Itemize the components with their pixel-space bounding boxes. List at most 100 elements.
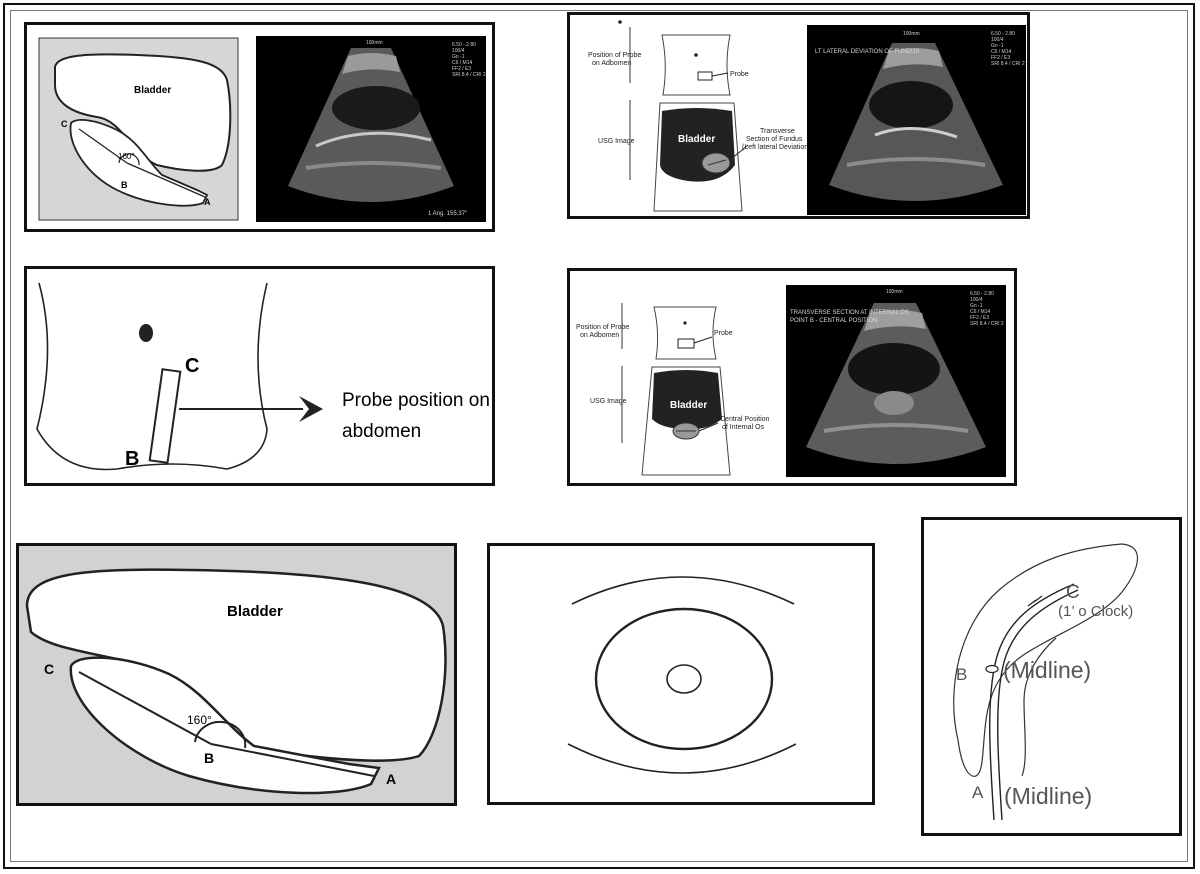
ultrasound-caption: TRANSVERSE SECTION AT INTERNAL OS POINT … [790,310,909,324]
probe-position-diagram: C B Probe position on abdomen [36,282,490,471]
bladder-echo [869,81,953,129]
sound-tick-2 [1033,595,1043,603]
uterus-outline [953,543,1139,777]
ultrasound-caption: 1 Ang. 155.37° [428,211,468,217]
abdomen-navel [683,321,687,325]
panel-uterus-sound-midline: C (1’ o Clock) B (Midline) A (Midline) [921,517,1182,836]
deep-echo [846,157,986,167]
bladder-dark [652,370,722,430]
transverse-rings-diagram [567,576,797,774]
probe-position-label: Position of Probe on Adbomen [588,52,643,67]
bladder-label: Bladder [670,400,707,411]
ultrasound-image-internal-os: 6.50 - 2.80 100/4 Gn -1 C6 / M14 FF2 / E… [786,285,1006,477]
angle-arc [118,153,140,166]
ultrasound-depth: 100mm [903,31,920,37]
ultrasound-fan [806,303,986,464]
ultrasound-settings: 6.50 - 2.80 100/4 Gn -1 C6 / M14 FF2 / E… [452,42,486,78]
probe-position-line2: on Adbomen [580,332,619,339]
angle-arc [194,720,247,749]
central-pointer [698,422,719,432]
midline-a-label: (Midline) [1004,783,1092,809]
point-b-label: B [121,180,128,190]
central-line1: Central Position [720,416,770,423]
point-b-label: B [204,750,214,766]
usg-image-label: USG Image [598,138,635,145]
point-b-label: B [125,448,139,470]
uterus-shape [69,656,381,795]
angle-label: 160° [187,713,212,727]
abdomen-outline [661,34,731,96]
point-c-label: C [61,119,68,129]
point-c-label: C [185,355,199,377]
ultrasound-depth: 100mm [886,289,903,295]
ultrasound-fan [829,43,1003,201]
axis-c-b [78,671,212,745]
fan-near-field [342,53,400,74]
ultrasound-fan [288,48,454,202]
caption-line2: abdomen [342,421,421,442]
panel-sagittal-angle-large: Bladder C B A 160° [16,543,457,806]
caption-line1: Probe position on [342,390,490,411]
transverse-line1: Transverse [760,128,795,135]
point-c-label: C [1066,582,1080,603]
sound-marker-b [985,664,999,674]
probe-rect [148,368,182,464]
ultrasound-caption: LT LATERAL DEVIATION OF FUNDUS [815,49,920,55]
outer-frame [3,3,1195,869]
central-label: Central Position of Internal Os [720,416,771,431]
panel-internal-os-central: Position of Probe on Adbomen USG Image P… [567,268,1017,486]
sagittal-diagram: Bladder C B A 160° [38,37,239,221]
probe-label: Probe [730,71,749,78]
upper-arc [571,576,795,605]
bladder-label: Bladder [227,603,283,620]
fan-near-field [864,310,926,331]
ultrasound-settings: 6.50 - 2.80 100/4 Gn -1 C6 / M14 FF2 / E… [970,291,1004,327]
point-a-label: A [204,197,211,207]
bladder-label: Bladder [134,85,171,96]
axis-b-a [126,162,206,198]
arrow-head [299,396,323,422]
probe-position-line1: Position of Probe [576,324,629,331]
abdomen-outline [36,282,268,471]
probe-position-label: Position of Probe on Adbomen [576,324,631,339]
probe-label: Probe [714,330,733,337]
outer-ring [594,607,774,751]
axis-b-a [210,743,375,777]
ultrasound-image-angle: 6.50 - 2.80 100/4 Gn -1 C6 / M14 FF2 / E… [256,36,486,222]
cervix-outline [1021,637,1057,777]
bladder-shape [54,53,232,172]
probe-usg-diagram: Position of Probe on Adbomen USG Image P… [588,20,810,212]
fundus-line [707,159,727,166]
navel [139,324,153,342]
probe-pointer [693,336,713,344]
probe-usg-diagram: Position of Probe on Adbomen USG Image P… [576,303,771,476]
ultrasound-settings: 6.50 - 2.80 100/4 Gn -1 C6 / M14 FF2 / E… [991,31,1025,67]
panel-sagittal-angle-ultrasound: Bladder C B A 160° 6.50 - 2.80 100/4 Gn … [24,22,495,232]
ultrasound-depth: 100mm [366,40,383,46]
usg-image-label: USG Image [590,398,627,405]
transverse-line2: Section of Fundus [746,136,803,143]
sound-left-edge [989,583,1075,821]
uterus-sound-diagram: C (1’ o Clock) B (Midline) A (Midline) [953,543,1139,821]
midline-b-label: (Midline) [1003,657,1091,683]
point-b-label: B [956,665,967,684]
central-line2: of Internal Os [722,424,765,431]
probe-rect [697,71,713,81]
abdomen-outline [653,306,717,360]
axis-c-b [78,128,128,164]
point-a-label: A [386,771,396,787]
angle-label: 160° [118,152,135,161]
bladder-echo [332,86,420,130]
deep-echo [305,161,442,170]
panel-transverse-rings [487,543,875,805]
clock-label: (1’ o Clock) [1058,603,1133,620]
probe-pointer [711,72,729,77]
point-c-label: C [44,661,54,677]
transverse-line3: (Left lateral Deviation) [742,144,810,151]
probe-position-line1: Position of Probe [588,52,641,59]
deep-echo [823,423,969,433]
bladder-label: Bladder [678,134,715,145]
abdomen-navel [694,53,698,57]
bladder-echo [848,343,940,395]
ultrasound-image-fundus: 6.50 - 2.80 100/4 Gn -1 C6 / M14 FF2 / E… [807,25,1026,215]
